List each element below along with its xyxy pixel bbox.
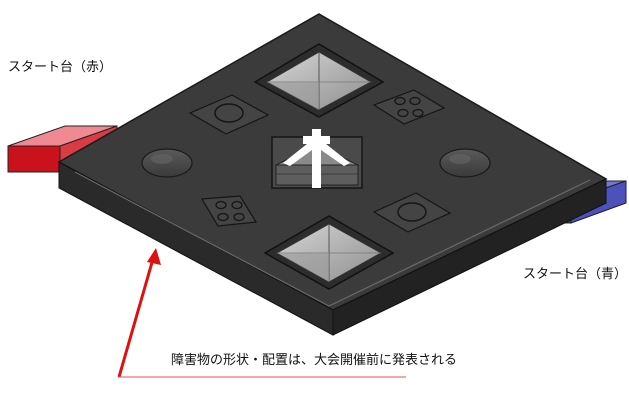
dome-right [439, 148, 491, 178]
pointer-arrow [117, 248, 161, 378]
dome-left [141, 148, 193, 178]
four-hole-block-upper-right [372, 89, 446, 125]
center-cross-block [271, 129, 363, 189]
start-platform-red-label: スタート台（赤） [8, 60, 113, 75]
start-platform-blue-label: スタート台（青） [523, 267, 628, 282]
square-hole-lower-right [372, 192, 452, 233]
four-hole-block-lower-left [200, 195, 258, 227]
obstacle-note: 障害物の形状・配置は、大会開催前に発表される [171, 353, 458, 368]
pyramid-bottom [263, 215, 395, 290]
square-hole-upper-left [188, 94, 270, 135]
pyramid-top [253, 43, 385, 118]
